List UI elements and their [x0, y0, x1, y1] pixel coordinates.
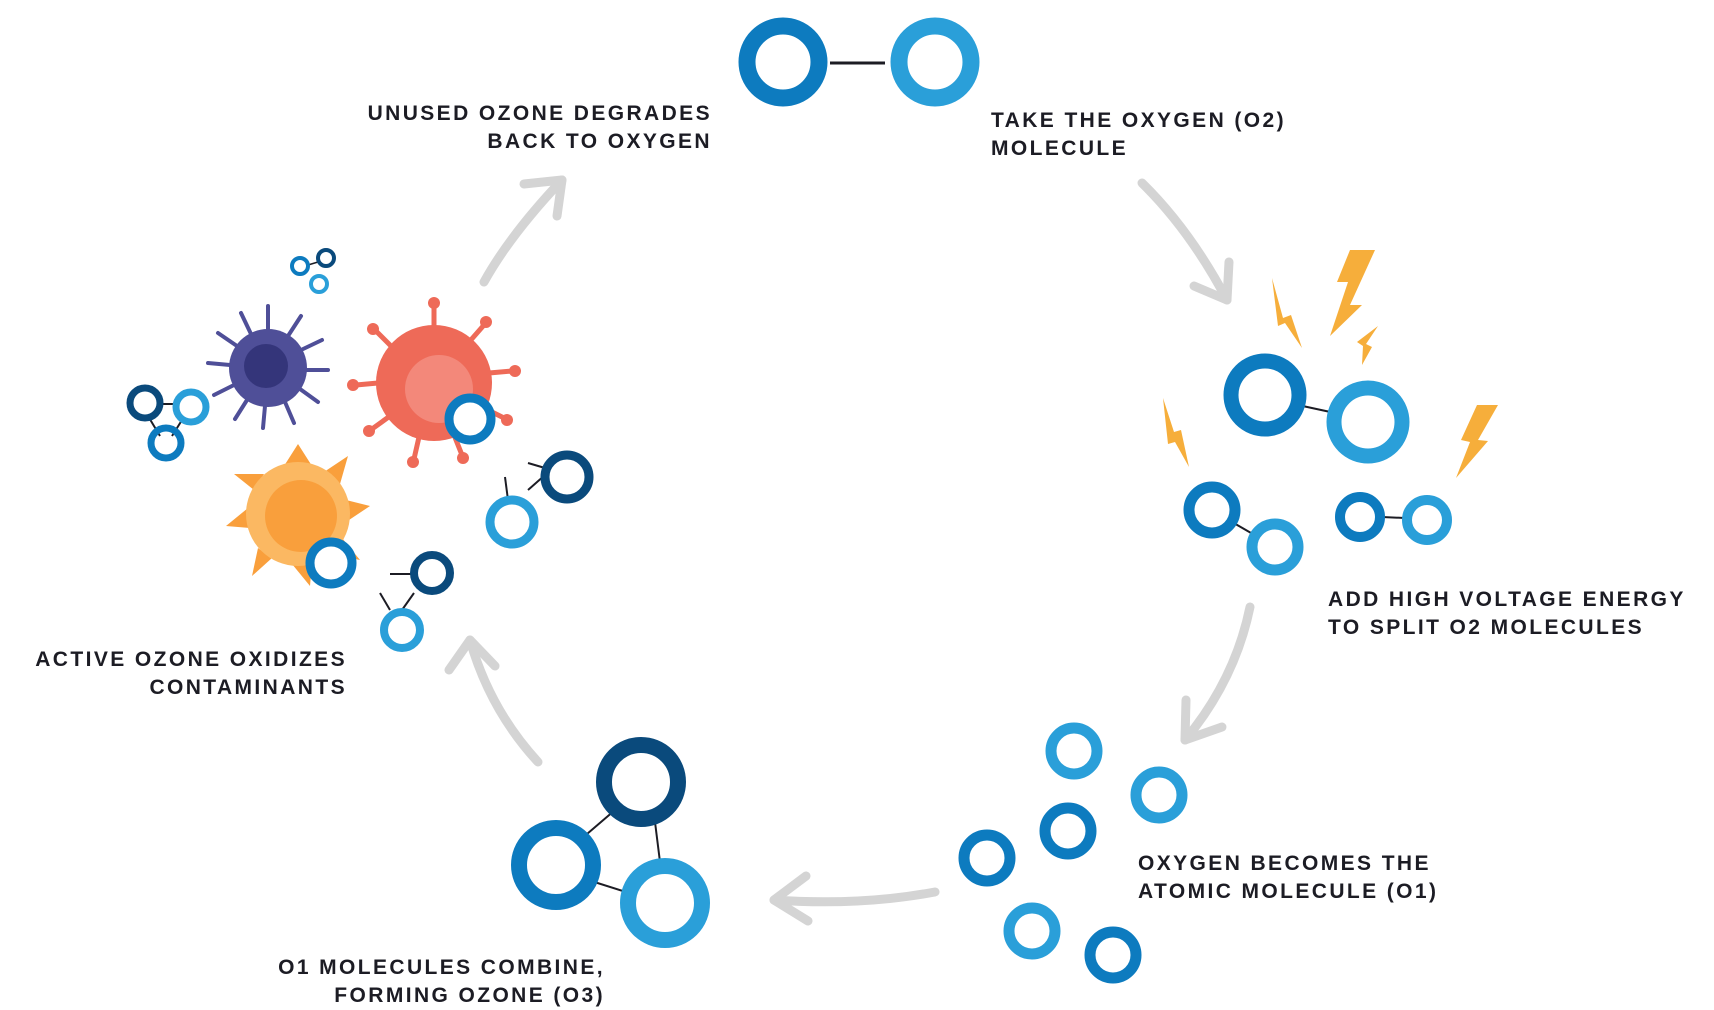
- lightning-bolt-icon: [1357, 326, 1378, 365]
- label-line: MOLECULE: [991, 137, 1129, 160]
- label-line: CONTAMINANTS: [149, 676, 347, 699]
- label-line: ADD HIGH VOLTAGE ENERGY: [1328, 588, 1686, 611]
- label-line: ACTIVE OZONE OXIDIZES: [35, 648, 347, 671]
- ozone-molecule-icon: [126, 384, 210, 462]
- label-line: TO SPLIT O2 MOLECULES: [1328, 616, 1645, 639]
- arrow-to-degrade: [479, 175, 567, 287]
- oxygen-atom-icon: [1045, 722, 1103, 780]
- label-line: BACK TO OXYGEN: [487, 130, 712, 153]
- label-line: UNUSED OZONE DEGRADES: [367, 102, 712, 125]
- oxygen-molecule-icon: [738, 17, 980, 107]
- virus-icon: [347, 297, 521, 468]
- lightning-bolts: [1163, 250, 1498, 478]
- split-molecules: [1183, 353, 1452, 576]
- oxygen-atom-icon: [958, 829, 1016, 887]
- arrow-to-oxidize: [444, 635, 543, 767]
- label-line: O1 MOLECULES COMBINE,: [278, 956, 605, 979]
- label-line: OXYGEN BECOMES THE: [1138, 852, 1431, 875]
- lightning-bolt-icon: [1456, 405, 1498, 478]
- cycle-arrows: [444, 175, 1255, 926]
- label-ozone-degrades: UNUSED OZONE DEGRADES BACK TO OXYGEN: [368, 100, 712, 156]
- label-add-voltage: ADD HIGH VOLTAGE ENERGY TO SPLIT O2 MOLE…: [1328, 586, 1686, 642]
- arrow-to-voltage: [1137, 178, 1234, 305]
- atomic-oxygen-atoms: [958, 722, 1188, 984]
- oxygen-molecule-icon: [1183, 481, 1304, 576]
- oxygen-atom-icon: [1130, 766, 1188, 824]
- virus-icon: [206, 304, 330, 430]
- label-take-oxygen: TAKE THE OXYGEN (O2) MOLECULE: [991, 107, 1286, 163]
- oxygen-atom-icon: [1039, 802, 1097, 860]
- label-combine-ozone: O1 MOLECULES COMBINE, FORMING OZONE (O3): [278, 954, 605, 1010]
- arrow-to-atomic: [1180, 602, 1255, 745]
- oxygen-atom-icon: [1084, 926, 1142, 984]
- ozone-molecule-icon: [485, 450, 594, 549]
- lightning-bolt-icon: [1330, 250, 1375, 336]
- oxygen-molecule-icon: [1223, 353, 1410, 464]
- label-line: TAKE THE OXYGEN (O2): [991, 109, 1286, 132]
- lightning-bolt-icon: [1163, 398, 1189, 467]
- label-line: FORMING OZONE (O3): [334, 984, 605, 1007]
- oxygen-atom-icon: [1003, 902, 1061, 960]
- lightning-bolt-icon: [1272, 278, 1302, 348]
- ozone-atom-icon: [444, 393, 496, 445]
- ozone-molecule-icon: [511, 737, 710, 948]
- ozone-molecule-icon: [290, 248, 336, 294]
- ozone-atom-icon: [305, 537, 357, 589]
- contaminants: [126, 248, 594, 652]
- arrow-to-combine: [769, 871, 940, 926]
- label-atomic-oxygen: OXYGEN BECOMES THE ATOMIC MOLECULE (O1): [1138, 850, 1438, 906]
- label-oxidize-contaminants: ACTIVE OZONE OXIDIZES CONTAMINANTS: [35, 646, 347, 702]
- ozone-molecule-icon: [379, 551, 454, 652]
- label-line: ATOMIC MOLECULE (O1): [1138, 880, 1439, 903]
- oxygen-molecule-icon: [1335, 492, 1452, 545]
